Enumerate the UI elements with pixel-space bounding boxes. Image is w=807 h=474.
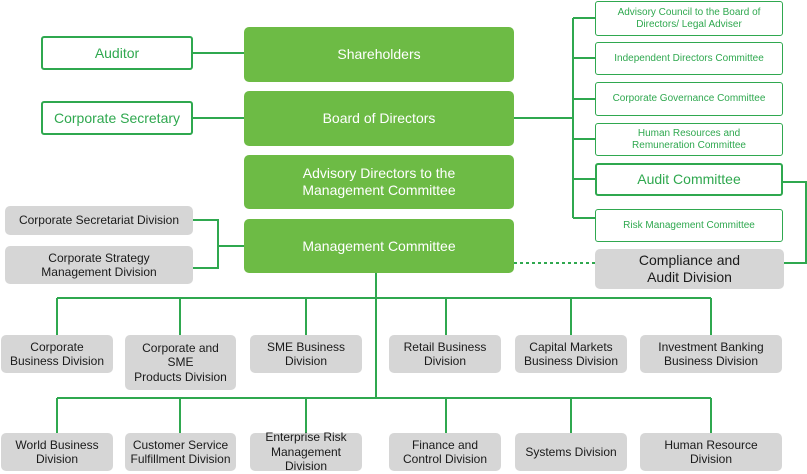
division-box: Retail Business Division	[389, 335, 501, 373]
corporate-governance-committee-box: Corporate Governance Committee	[595, 82, 783, 116]
division-label: Capital Markets Business Division	[523, 339, 619, 368]
independent-directors-committee-label: Independent Directors Committee	[614, 52, 764, 64]
corporate-secretariat-division-label: Corporate Secretariat Division	[18, 213, 180, 228]
division-box: Corporate Business Division	[1, 335, 113, 373]
corporate-governance-committee-label: Corporate Governance Committee	[612, 93, 766, 104]
division-label: Retail Business Division	[403, 339, 487, 368]
connector-support-divisions	[193, 219, 219, 269]
division-box: Systems Division	[515, 433, 627, 471]
audit-committee-box: Audit Committee	[595, 163, 783, 196]
auditor-label: Auditor	[94, 44, 140, 61]
connector-audit-compliance	[783, 181, 807, 264]
division-box: Investment Banking Business Division	[640, 335, 782, 373]
division-label: Corporate and SME Products Division	[134, 340, 227, 384]
auditor-box: Auditor	[41, 36, 193, 70]
division-label: Enterprise Risk Management Division	[265, 430, 347, 474]
corporate-secretary-label: Corporate Secretary	[53, 109, 181, 126]
corporate-strategy-division-label: Corporate Strategy Management Division	[41, 250, 157, 279]
division-box: Finance and Control Division	[389, 433, 501, 471]
division-box: Corporate and SME Products Division	[125, 335, 236, 390]
division-label: Finance and Control Division	[402, 437, 488, 466]
shareholders-label: Shareholders	[337, 46, 421, 63]
division-box: SME Business Division	[250, 335, 362, 373]
division-box: Human Resource Division	[640, 433, 782, 471]
division-box: World Business Division	[1, 433, 113, 471]
advisory-council-label: Advisory Council to the Board of Directo…	[617, 6, 761, 30]
division-label: Human Resource Division	[664, 437, 758, 466]
division-box: Customer Service Fulfillment Division	[125, 433, 236, 471]
advisory-council-box: Advisory Council to the Board of Directo…	[595, 1, 783, 36]
division-label: Customer Service Fulfillment Division	[130, 437, 231, 466]
management-committee-box: Management Committee	[244, 219, 514, 273]
division-label: Systems Division	[525, 444, 617, 459]
risk-management-committee-box: Risk Management Committee	[595, 209, 783, 242]
corporate-strategy-division-box: Corporate Strategy Management Division	[5, 246, 193, 284]
division-box: Enterprise Risk Management Division	[250, 430, 362, 474]
hr-remuneration-committee-box: Human Resources and Remuneration Committ…	[595, 123, 783, 156]
division-box: Capital Markets Business Division	[515, 335, 627, 373]
division-label: World Business Division	[15, 437, 99, 466]
compliance-audit-division-label: Compliance and Audit Division	[638, 252, 741, 285]
division-label: SME Business Division	[266, 339, 346, 368]
corporate-secretariat-division-box: Corporate Secretariat Division	[5, 206, 193, 235]
board-of-directors-box: Board of Directors	[244, 91, 514, 146]
board-of-directors-label: Board of Directors	[322, 110, 436, 127]
shareholders-box: Shareholders	[244, 27, 514, 82]
corporate-secretary-box: Corporate Secretary	[41, 101, 193, 135]
hr-remuneration-committee-label: Human Resources and Remuneration Committ…	[632, 127, 746, 151]
compliance-audit-division-box: Compliance and Audit Division	[595, 249, 784, 289]
management-committee-label: Management Committee	[302, 237, 456, 254]
advisory-directors-label: Advisory Directors to the Management Com…	[302, 165, 456, 198]
audit-committee-label: Audit Committee	[637, 171, 741, 188]
risk-management-committee-label: Risk Management Committee	[623, 219, 755, 231]
advisory-directors-box: Advisory Directors to the Management Com…	[244, 155, 514, 209]
division-label: Investment Banking Business Division	[658, 339, 764, 368]
division-label: Corporate Business Division	[9, 339, 105, 368]
independent-directors-committee-box: Independent Directors Committee	[595, 42, 783, 75]
